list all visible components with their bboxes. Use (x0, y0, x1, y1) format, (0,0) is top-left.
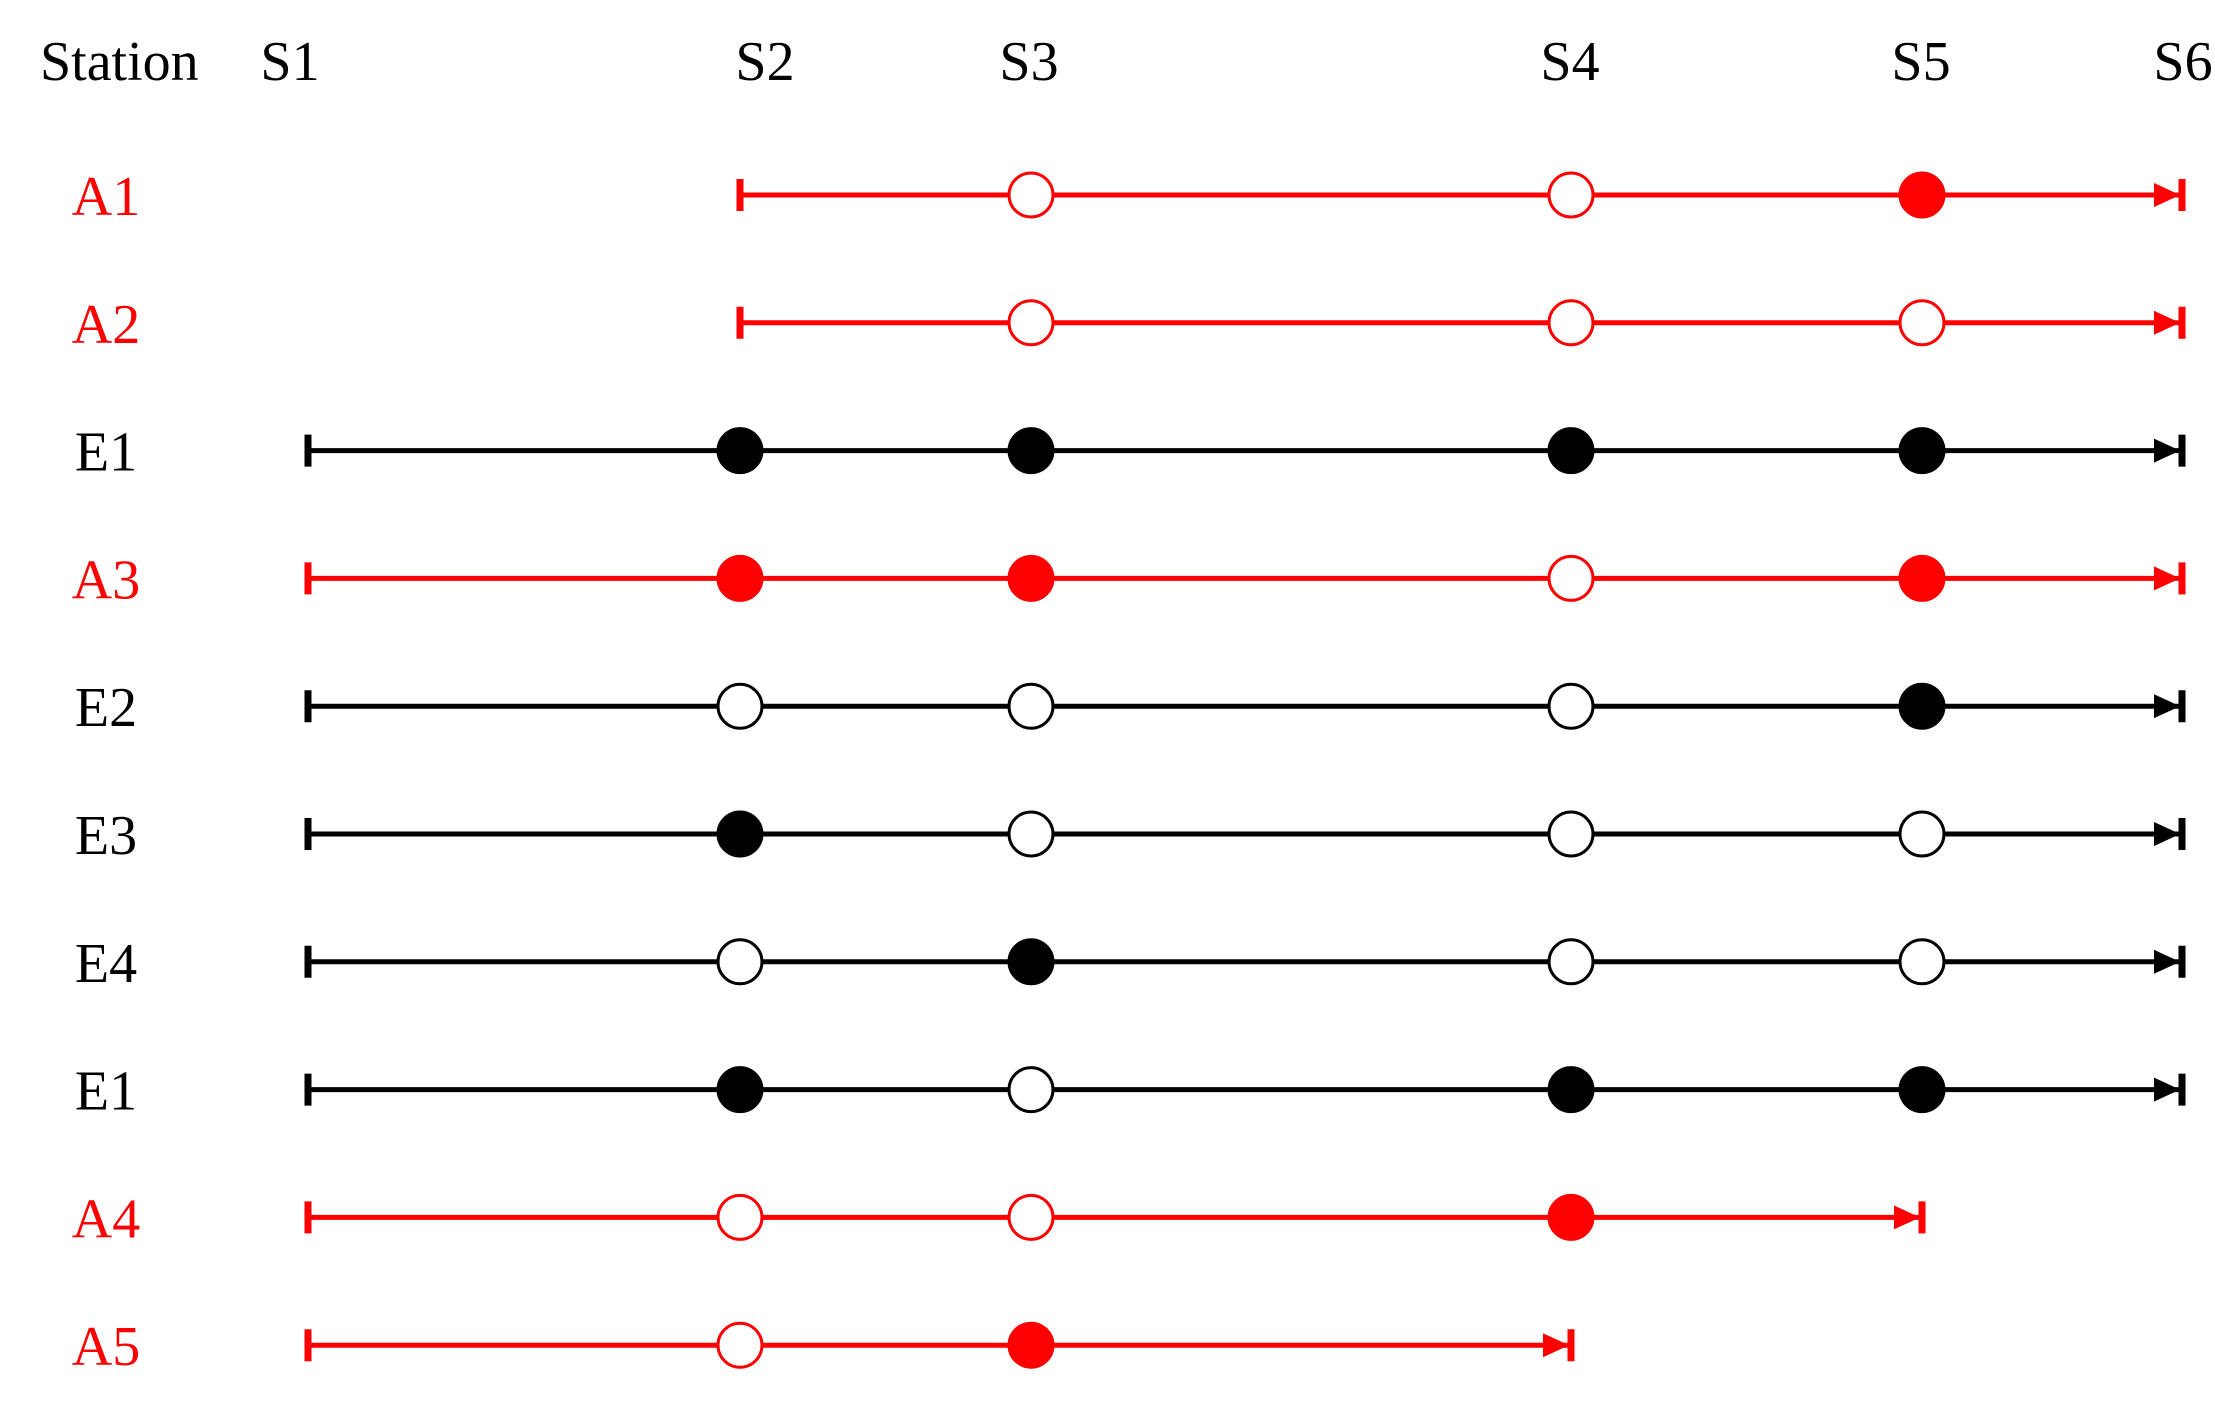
stop-marker-open (1007, 682, 1055, 730)
service-row-a3: A3 (72, 549, 2186, 611)
route-arrow-head (2154, 694, 2180, 719)
route-arrow-head (2154, 183, 2180, 207)
station-header-s5: S5 (1891, 31, 1950, 93)
stop-marker-filled (1898, 1066, 1946, 1114)
stop-marker-open (1547, 299, 1595, 347)
stop-marker-open (1007, 299, 1055, 347)
stop-marker-filled (1547, 427, 1595, 475)
station-header-s1: S1 (260, 31, 319, 93)
service-row-e2: E2 (75, 677, 2186, 739)
stop-marker-filled (1007, 1321, 1055, 1369)
service-row-e1: E1 (75, 1061, 2186, 1123)
service-label: E1 (75, 422, 137, 484)
stop-marker-filled (1547, 1193, 1595, 1241)
stop-marker-open (1547, 171, 1595, 219)
station-header-label: Station (40, 31, 199, 93)
stop-marker-filled (716, 1066, 764, 1114)
stop-marker-filled (1007, 938, 1055, 986)
stop-marker-open (1898, 938, 1946, 986)
service-row-a1: A1 (72, 166, 2186, 228)
service-label: E3 (75, 805, 137, 867)
service-row-e3: E3 (75, 805, 2186, 867)
stop-marker-filled (1547, 1066, 1595, 1114)
service-label: A5 (72, 1316, 140, 1378)
route-arrow-head (2154, 438, 2180, 463)
stop-marker-filled (1898, 171, 1946, 219)
stop-marker-open (1547, 810, 1595, 858)
stop-marker-filled (1898, 682, 1946, 730)
route-arrow-head (2154, 822, 2180, 846)
service-label: A2 (72, 294, 140, 356)
service-row-a4: A4 (72, 1188, 1926, 1250)
service-label: E1 (75, 1061, 137, 1123)
stop-marker-open (1547, 554, 1595, 602)
stop-marker-filled (1007, 427, 1055, 475)
stop-marker-open (1898, 810, 1946, 858)
stop-marker-filled (716, 554, 764, 602)
stop-marker-open (716, 1321, 764, 1369)
route-arrow-head (1894, 1205, 1920, 1230)
route-arrow-head (1543, 1333, 1569, 1358)
station-header-s3: S3 (999, 31, 1058, 93)
stop-marker-filled (716, 810, 764, 858)
stop-marker-open (1007, 810, 1055, 858)
stop-marker-open (716, 1193, 764, 1241)
service-row-a5: A5 (72, 1316, 1575, 1378)
route-arrow-head (2154, 566, 2180, 591)
stop-marker-open (1007, 171, 1055, 219)
stop-marker-filled (1898, 427, 1946, 475)
stop-marker-open (716, 938, 764, 986)
stop-marker-open (716, 682, 764, 730)
service-label: A3 (72, 549, 140, 611)
stop-marker-open (1547, 682, 1595, 730)
route-arrow-head (2154, 1077, 2180, 1102)
route-arrow-head (2154, 310, 2180, 335)
service-label: A4 (72, 1188, 140, 1250)
stop-marker-open (1007, 1066, 1055, 1114)
service-row-e4: E4 (75, 933, 2186, 995)
stop-marker-filled (1007, 554, 1055, 602)
service-label: A1 (72, 166, 140, 228)
station-header: Station S1 S2 S3 S4 S5 S6 (40, 31, 2213, 93)
service-row-a2: A2 (72, 294, 2186, 356)
stop-marker-filled (1898, 554, 1946, 602)
station-header-s2: S2 (735, 31, 794, 93)
service-row-e1: E1 (75, 422, 2186, 484)
stop-marker-open (1547, 938, 1595, 986)
route-arrow-head (2154, 949, 2180, 974)
station-header-s6: S6 (2153, 31, 2212, 93)
stop-marker-filled (716, 427, 764, 475)
service-label: E2 (75, 677, 137, 739)
stop-marker-open (1007, 1193, 1055, 1241)
stop-marker-open (1898, 299, 1946, 347)
station-header-s4: S4 (1540, 31, 1599, 93)
service-label: E4 (75, 933, 137, 995)
